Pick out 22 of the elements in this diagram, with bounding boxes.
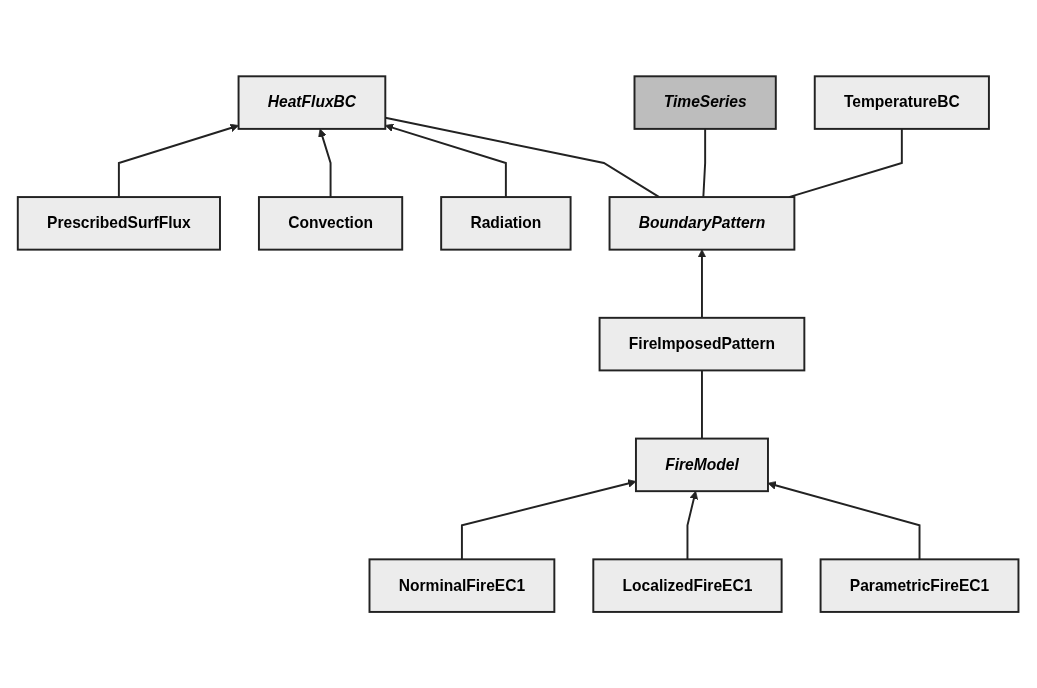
- connector: [384, 116, 661, 198]
- node-box: FireImposedPattern: [598, 316, 806, 372]
- node-box: NorminalFireEC1: [368, 558, 556, 613]
- arrow: [318, 128, 332, 198]
- node-box: LocalizedFireEC1: [592, 558, 783, 613]
- node-box: HeatFluxBC: [237, 75, 387, 130]
- connector: [701, 369, 704, 440]
- node-box: TemperatureBC: [814, 75, 991, 130]
- node-box: PrescribedSurfFlux: [17, 195, 222, 251]
- arrow: [686, 490, 699, 561]
- node-box: Convection: [258, 195, 404, 251]
- arrow: [118, 123, 240, 198]
- arrow: [698, 249, 707, 319]
- connector: [788, 127, 904, 198]
- connector: [702, 127, 707, 198]
- node-box: FireModel: [635, 437, 770, 493]
- node-box: BoundaryPattern: [608, 195, 796, 251]
- arrow: [461, 479, 637, 561]
- arrow: [385, 123, 508, 198]
- node-box: TimeSeries: [633, 75, 778, 130]
- node-box: Radiation: [440, 195, 572, 251]
- node-box: ParametricFireEC1: [820, 558, 1020, 613]
